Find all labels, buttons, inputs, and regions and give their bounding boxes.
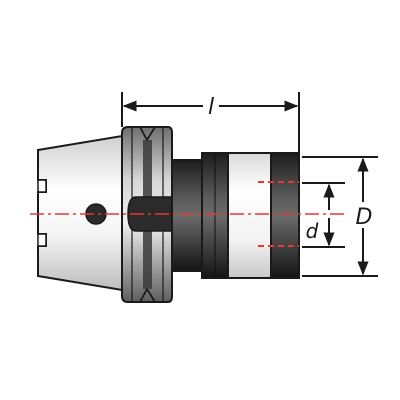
outer-diameter-label: D <box>356 205 373 230</box>
shank-notch-upper <box>37 179 47 193</box>
length-label-bg <box>203 94 219 118</box>
inner-diameter-label: d <box>306 219 319 243</box>
length-label: l <box>208 95 214 120</box>
taper-shank <box>37 134 123 292</box>
chuck-sleeve <box>227 152 272 279</box>
collar-neck <box>171 159 203 272</box>
chuck-nose <box>270 152 300 279</box>
outer-diameter-label-bg <box>354 202 374 228</box>
inner-diameter-label-bg <box>303 218 321 242</box>
shank-notch-lower <box>37 233 47 247</box>
